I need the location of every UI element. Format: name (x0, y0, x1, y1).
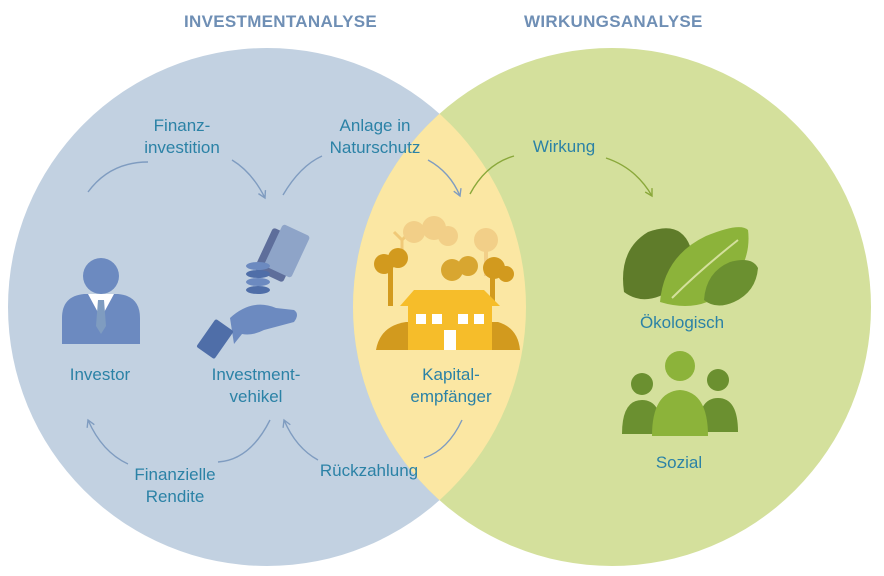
arrow-rueckzahlung-to-vehikel (282, 418, 319, 461)
label-investor: Investor (69, 365, 131, 384)
house-trees-icon (374, 216, 520, 350)
label-anlage-naturschutz: Anlage in Naturschutz (329, 116, 421, 157)
arrow-vehikel-to-rendite (217, 419, 271, 463)
money-hand-icon (197, 224, 310, 359)
leaves-icon (623, 227, 758, 306)
arrow-vehikel-to-anlage (282, 155, 323, 196)
label-kapitalempfaenger: Kapital- empfänger (410, 365, 492, 406)
label-finanzielle-rendite: Finanzielle Rendite (134, 465, 216, 506)
label-rueckzahlung: Rückzahlung (319, 461, 419, 480)
arrow-investor-to-finanz (87, 161, 149, 193)
arrow-kapital-to-rueckzahlung (423, 419, 463, 459)
investor-icon (62, 258, 140, 344)
arrow-kapital-to-wirkung (469, 155, 515, 195)
arrow-anlage-to-kapital (427, 159, 462, 198)
arrow-finanz-to-vehikel (231, 159, 267, 200)
arrow-rendite-to-investor (86, 418, 129, 465)
label-oekologisch: Ökologisch (639, 313, 725, 332)
investment-analysis-header: INVESTMENTANALYSE (184, 12, 378, 31)
label-investmentvehikel: Investment- vehikel (211, 365, 301, 406)
label-sozial: Sozial (655, 453, 703, 472)
overlap-region (353, 48, 526, 566)
label-wirkung: Wirkung (532, 137, 596, 156)
impact-analysis-header: WIRKUNGSANALYSE (524, 12, 703, 31)
label-finanzinvestition: Finanz- investition (144, 116, 220, 157)
arrow-wirkung-to-oekologisch (605, 157, 653, 198)
people-icon (622, 351, 738, 436)
